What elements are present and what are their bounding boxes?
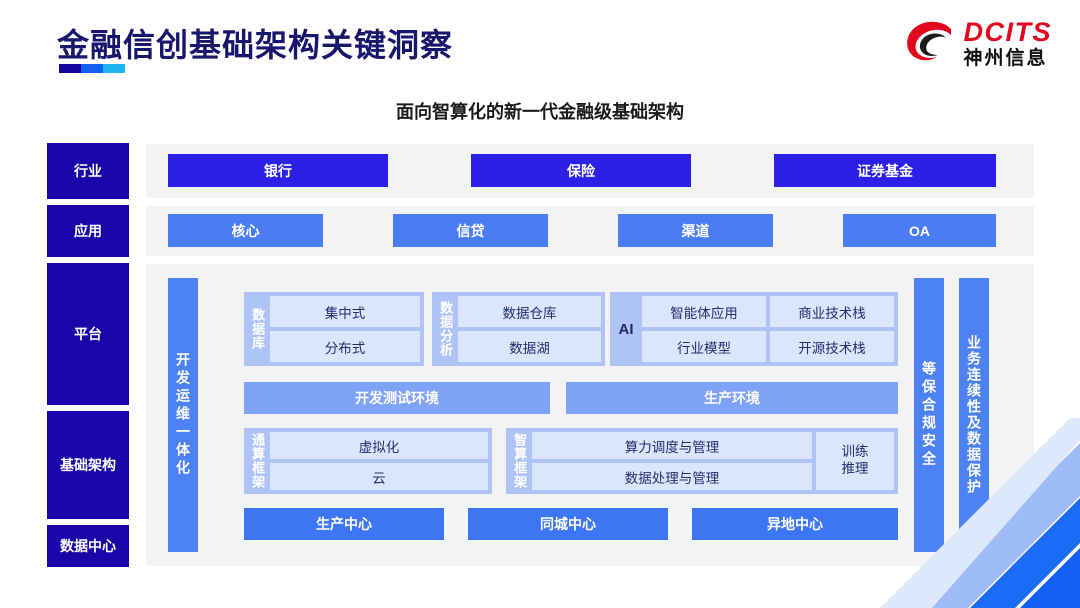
application-chip-core[interactable]: 核心 <box>168 214 323 247</box>
vertical-bar-devops[interactable]: 开发运维一体化 <box>168 278 198 552</box>
cell-centralized[interactable]: 集中式 <box>270 296 420 327</box>
logo-text-cn: 神州信息 <box>963 47 1048 69</box>
panel-application: 核心 信贷 渠道 OA <box>146 206 1034 256</box>
page-title: 金融信创基础架构关键洞察 <box>57 27 454 63</box>
application-chip-oa[interactable]: OA <box>843 214 996 247</box>
cell-data-warehouse[interactable]: 数据仓库 <box>458 296 601 327</box>
panel-industry: 银行 保险 证券基金 <box>146 144 1034 198</box>
group-label-database: 数据库 <box>250 308 266 350</box>
architecture-diagram: 行业 银行 保险 证券基金 应用 核心 信贷 渠道 OA 平台 基础架构 数据中… <box>0 138 1080 570</box>
datacenter-chip-production[interactable]: 生产中心 <box>244 508 444 540</box>
cell-opensource-tech-stack[interactable]: 开源技术栈 <box>770 331 894 362</box>
swoosh-logo-icon <box>904 18 956 68</box>
datacenter-chip-metro[interactable]: 同城中心 <box>468 508 668 540</box>
group-general-compute-framework: 通算框架 虚拟化 云 <box>244 428 492 494</box>
cell-cloud[interactable]: 云 <box>270 463 488 490</box>
accent-segment-2 <box>81 64 103 73</box>
brand-logo: DCITS 神州信息 <box>904 18 1053 68</box>
group-label-intelligent-compute: 智算框架 <box>512 433 528 489</box>
env-bar-production[interactable]: 生产环境 <box>566 382 898 414</box>
cell-agent-application[interactable]: 智能体应用 <box>642 296 766 327</box>
cell-compute-scheduling[interactable]: 算力调度与管理 <box>532 432 812 459</box>
application-chip-channel[interactable]: 渠道 <box>618 214 773 247</box>
application-chip-credit[interactable]: 信贷 <box>393 214 548 247</box>
datacenter-chip-remote[interactable]: 异地中心 <box>692 508 898 540</box>
tier-label-application: 应用 <box>48 206 128 256</box>
title-accent-rule <box>59 64 125 73</box>
tier-label-industry: 行业 <box>48 144 128 198</box>
group-ai: AI 智能体应用 商业技术栈 行业模型 开源技术栈 <box>610 292 898 366</box>
industry-chip-bank[interactable]: 银行 <box>168 154 388 187</box>
cell-industry-model[interactable]: 行业模型 <box>642 331 766 362</box>
vertical-bar-business-continuity[interactable]: 业务连续性及数据保护 <box>959 278 989 552</box>
cell-virtualization[interactable]: 虚拟化 <box>270 432 488 459</box>
cell-commercial-tech-stack[interactable]: 商业技术栈 <box>770 296 894 327</box>
group-label-data-analysis: 数据分析 <box>438 301 454 357</box>
group-database: 数据库 集中式 分布式 <box>244 292 424 366</box>
group-label-general-compute: 通算框架 <box>250 433 266 489</box>
accent-segment-1 <box>59 64 81 73</box>
tier-label-infrastructure: 基础架构 <box>48 412 128 518</box>
tier-label-platform: 平台 <box>48 264 128 404</box>
page-header: 金融信创基础架构关键洞察 DCITS 神州信息 <box>0 0 1080 92</box>
panel-platform-stack: 开发运维一体化 等保合规安全 业务连续性及数据保护 数据库 集中式 分布式 数据… <box>146 264 1034 566</box>
row-industry: 行业 银行 保险 证券基金 <box>48 144 1034 198</box>
cell-data-lake[interactable]: 数据湖 <box>458 331 601 362</box>
vertical-bar-compliance-security[interactable]: 等保合规安全 <box>914 278 944 552</box>
cell-distributed[interactable]: 分布式 <box>270 331 420 362</box>
group-label-ai: AI <box>618 320 634 338</box>
cell-data-processing[interactable]: 数据处理与管理 <box>532 463 812 490</box>
group-data-analysis: 数据分析 数据仓库 数据湖 <box>432 292 605 366</box>
accent-segment-3 <box>103 64 125 73</box>
diagram-subtitle: 面向智算化的新一代金融级基础架构 <box>396 102 684 122</box>
tier-label-datacenter: 数据中心 <box>48 526 128 566</box>
logo-text-en: DCITS <box>963 16 1052 47</box>
industry-chip-insurance[interactable]: 保险 <box>471 154 691 187</box>
row-application: 应用 核心 信贷 渠道 OA <box>48 206 1034 256</box>
cell-training-inference[interactable]: 训练 推理 <box>816 432 894 490</box>
env-bar-dev-test[interactable]: 开发测试环境 <box>244 382 550 414</box>
group-intelligent-compute-framework: 智算框架 算力调度与管理 数据处理与管理 训练 推理 <box>506 428 898 494</box>
industry-chip-securities-funds[interactable]: 证券基金 <box>774 154 996 187</box>
